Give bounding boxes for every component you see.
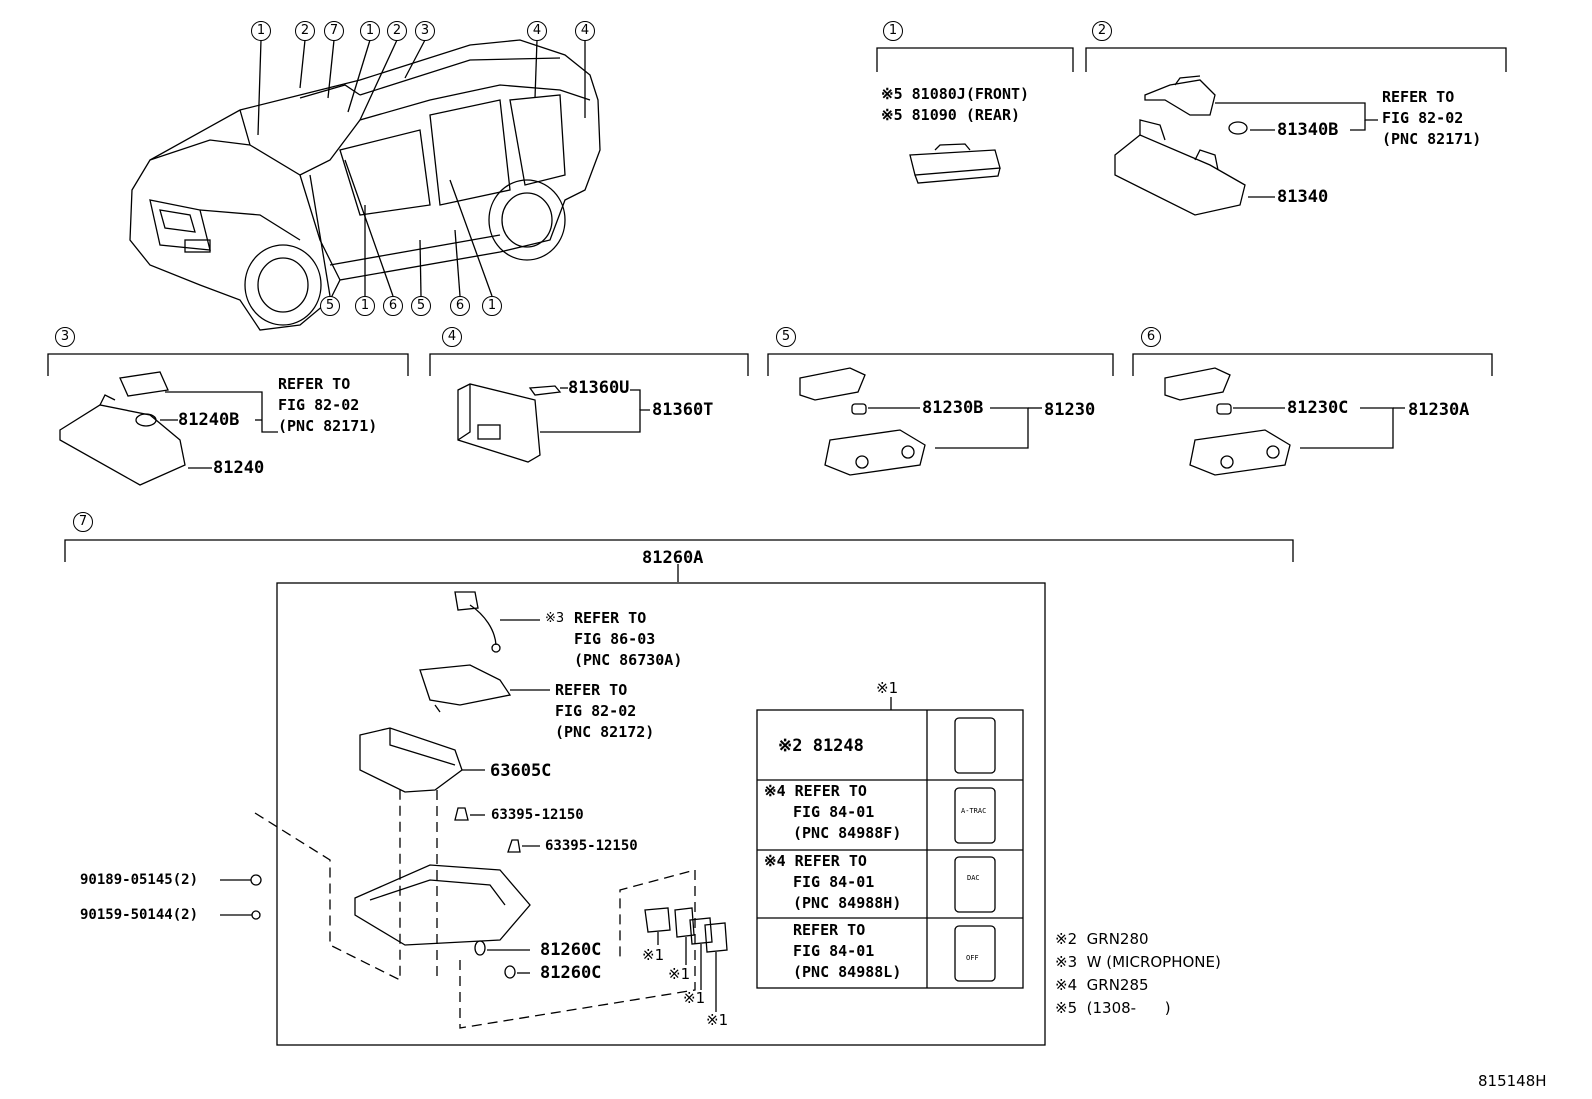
sec7-bulb2-part-number: 81260C bbox=[540, 963, 602, 983]
sec3-refer-line2: FIG 82-02 bbox=[278, 396, 360, 414]
sec4-part-sketch bbox=[457, 383, 650, 463]
callout-circle: 3 bbox=[415, 21, 435, 41]
sec1-front-part-number: ※5 81080J(FRONT) bbox=[881, 85, 1030, 103]
sec1-rear-part-number: ※5 81090 (REAR) bbox=[881, 106, 1020, 124]
switch-row-2-line1: ※4 REFER TO bbox=[764, 782, 867, 800]
sec7-assembly-part-number: 81260A bbox=[642, 548, 704, 568]
note-date-range: ※5 (1308- ) bbox=[1055, 999, 1171, 1017]
note-grn280: ※2 GRN280 bbox=[1055, 930, 1149, 948]
sec2-refer-line2: FIG 82-02 bbox=[1382, 109, 1464, 127]
switch-icons bbox=[954, 717, 996, 982]
sec2-refer-line1: REFER TO bbox=[1382, 88, 1455, 106]
sec5-lamp-part-number: 81230 bbox=[1044, 400, 1096, 420]
sec7-switch-note: ※1 bbox=[706, 1011, 729, 1029]
sec6-part-sketch bbox=[1164, 367, 1405, 476]
callout-circle: 7 bbox=[324, 21, 344, 41]
sec7-mic-refer-line3: (PNC 86730A) bbox=[574, 651, 683, 669]
callout-circle: 1 bbox=[482, 296, 502, 316]
sec7-bulb1-part-number: 81260C bbox=[540, 940, 602, 960]
sec3-bulb-part-number: 81240B bbox=[178, 410, 240, 430]
figure-id: 815148H bbox=[1478, 1072, 1547, 1090]
switch-row-1-line1: ※2 81248 bbox=[778, 736, 864, 756]
section-brackets bbox=[47, 47, 1507, 582]
trc-off-switch-icon: OFF bbox=[966, 954, 979, 962]
vehicle-leader-lines bbox=[257, 39, 586, 297]
sec7-clip1-part-number: 63395-12150 bbox=[491, 807, 584, 823]
switch-row-3-line2: FIG 84-01 bbox=[793, 873, 875, 891]
switch-table-header: ※1 bbox=[876, 679, 899, 697]
sec7-screw1-part-number: 90189-05145(2) bbox=[80, 872, 199, 888]
switch-row-2-line3: (PNC 84988F) bbox=[793, 824, 902, 842]
sec2-bulb-part-number: 81340B bbox=[1277, 120, 1339, 140]
section-marker-2: 2 bbox=[1092, 21, 1112, 41]
callout-circle: 6 bbox=[450, 296, 470, 316]
sec6-bulb-part-number: 81230C bbox=[1287, 398, 1349, 418]
section-marker-1: 1 bbox=[883, 21, 903, 41]
sec7-switch-note: ※1 bbox=[642, 946, 665, 964]
sec7-part-sketches bbox=[220, 591, 728, 1012]
sec4-lamp-part-number: 81360T bbox=[652, 400, 714, 420]
sec7-screw2-part-number: 90159-50144(2) bbox=[80, 907, 199, 923]
callout-circle: 5 bbox=[320, 296, 340, 316]
note-microphone: ※3 W (MICROPHONE) bbox=[1055, 953, 1221, 971]
callout-circle: 1 bbox=[360, 21, 380, 41]
callout-circle: 2 bbox=[295, 21, 315, 41]
switch-row-4-line3: (PNC 84988L) bbox=[793, 963, 902, 981]
sec7-mic-refer-line1: REFER TO bbox=[574, 609, 647, 627]
sec2-part-sketch bbox=[1114, 75, 1378, 216]
callout-circle: 6 bbox=[383, 296, 403, 316]
sec7-switch-note: ※1 bbox=[683, 989, 706, 1007]
sec7-wire-refer-line2: FIG 82-02 bbox=[555, 702, 637, 720]
sec7-clip2-part-number: 63395-12150 bbox=[545, 838, 638, 854]
sec7-wire-refer-line3: (PNC 82172) bbox=[555, 723, 655, 741]
vehicle-illustration bbox=[129, 39, 601, 331]
sec5-part-sketch bbox=[799, 367, 1042, 476]
sec2-refer-line3: (PNC 82171) bbox=[1382, 130, 1482, 148]
sec7-wire-refer-line1: REFER TO bbox=[555, 681, 628, 699]
sec7-assembly-box bbox=[276, 582, 1046, 1046]
dac-switch-icon: DAC bbox=[967, 874, 980, 882]
sec2-lamp-part-number: 81340 bbox=[1277, 187, 1329, 207]
switch-table-grid bbox=[756, 697, 1024, 989]
sec3-refer-line3: (PNC 82171) bbox=[278, 417, 378, 435]
sec7-switch-note: ※1 bbox=[668, 965, 691, 983]
section-marker-3: 3 bbox=[55, 327, 75, 347]
callout-circle: 2 bbox=[387, 21, 407, 41]
sec5-bulb-part-number: 81230B bbox=[922, 398, 984, 418]
sec7-dashed-lines bbox=[254, 790, 696, 1029]
sec3-part-sketch bbox=[59, 371, 278, 486]
sec7-mic-refer-line2: FIG 86-03 bbox=[574, 630, 656, 648]
callout-circle: 1 bbox=[355, 296, 375, 316]
switch-row-2-line2: FIG 84-01 bbox=[793, 803, 875, 821]
switch-row-3-line1: ※4 REFER TO bbox=[764, 852, 867, 870]
section-marker-7: 7 bbox=[73, 512, 93, 532]
sec4-bulb-part-number: 81360U bbox=[568, 378, 630, 398]
sec3-lamp-part-number: 81240 bbox=[213, 458, 265, 478]
switch-row-3-line3: (PNC 84988H) bbox=[793, 894, 902, 912]
callout-circle: 4 bbox=[575, 21, 595, 41]
switch-row-4-line1: REFER TO bbox=[793, 921, 866, 939]
section-marker-6: 6 bbox=[1141, 327, 1161, 347]
sec3-refer-line1: REFER TO bbox=[278, 375, 351, 393]
sec7-mic-note-mark: ※3 bbox=[545, 611, 565, 626]
sec1-part-sketch bbox=[909, 143, 1001, 184]
note-grn285: ※4 GRN285 bbox=[1055, 976, 1149, 994]
callout-circle: 1 bbox=[251, 21, 271, 41]
callout-circle: 5 bbox=[411, 296, 431, 316]
a-trac-switch-icon: A-TRAC bbox=[961, 807, 987, 815]
sec7-housing-part-number: 63605C bbox=[490, 761, 552, 781]
section-marker-5: 5 bbox=[776, 327, 796, 347]
callout-circle: 4 bbox=[527, 21, 547, 41]
switch-row-4-line2: FIG 84-01 bbox=[793, 942, 875, 960]
sec6-lamp-part-number: 81230A bbox=[1408, 400, 1470, 420]
section-marker-4: 4 bbox=[442, 327, 462, 347]
